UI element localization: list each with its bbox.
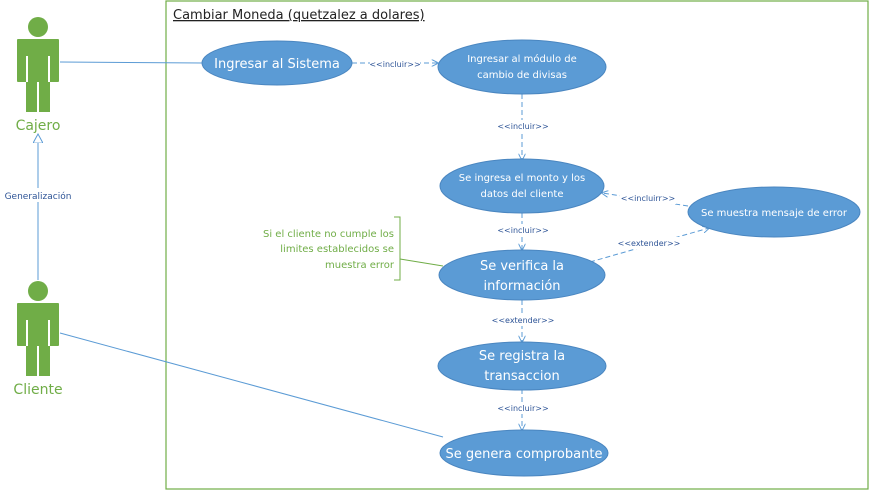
label-extender-1: <<extender>> — [618, 239, 681, 248]
usecase-comprobante-text: Se genera comprobante — [446, 447, 603, 462]
system-title: Cambiar Moneda (quetzalez a dolares) — [173, 8, 425, 23]
label-extender-2: <<extender>> — [492, 316, 555, 325]
usecase-registra-line-1: Se registra la — [479, 349, 565, 364]
usecase-modulo-cambio-line-2: cambio de divisas — [477, 70, 567, 81]
note-connector — [399, 258, 444, 267]
label-incluir-4: <<incluir>> — [497, 404, 548, 413]
usecase-ingresa-monto-line-1: Se ingresa el monto y los — [459, 173, 585, 184]
usecase-ingresa-monto-line-2: datos del cliente — [481, 189, 564, 200]
usecase-ingresar-sistema-text: Ingresar al Sistema — [214, 57, 340, 72]
note-bracket — [394, 216, 401, 281]
usecase-comprobante[interactable]: Se genera comprobante — [439, 429, 609, 477]
relation-verifica-error — [589, 228, 709, 263]
usecase-verifica[interactable]: Se verifica la información — [438, 249, 606, 301]
label-incluir-3: <<incluir>> — [497, 226, 548, 235]
usecase-mensaje-error[interactable]: Se muestra mensaje de error — [687, 186, 861, 238]
usecase-modulo-cambio-line-1: Ingresar al módulo de — [467, 53, 577, 65]
usecase-verifica-line-1: Se verifica la — [480, 259, 564, 274]
usecase-mensaje-error-text: Se muestra mensaje de error — [701, 208, 848, 219]
association-cliente-comprobante — [59, 332, 444, 438]
actor-cajero[interactable] — [17, 17, 59, 112]
usecase-ingresar-sistema[interactable]: Ingresar al Sistema — [201, 40, 353, 86]
actor-cliente-label: Cliente — [13, 382, 62, 398]
usecase-registra[interactable]: Se registra la transaccion — [437, 341, 607, 391]
note-line-1: Si el cliente no cumple los — [263, 229, 394, 240]
note-line-2: limites establecidos se — [280, 244, 394, 255]
note-line-3: muestra error — [325, 260, 395, 271]
label-incluirr: <<incluirr>> — [621, 194, 675, 203]
label-incluir-1: <<incluir>> — [369, 60, 420, 69]
association-cajero-ingresar — [59, 61, 204, 64]
usecase-ingresa-monto[interactable]: Se ingresa el monto y los datos del clie… — [439, 158, 605, 214]
label-incluir-2: <<incluir>> — [497, 122, 548, 131]
usecase-modulo-cambio[interactable]: Ingresar al módulo de cambio de divisas — [437, 39, 607, 95]
generalization-label: Generalización — [5, 191, 72, 202]
actor-cajero-label: Cajero — [16, 118, 61, 134]
usecase-registra-line-2: transaccion — [484, 369, 560, 384]
actor-cliente[interactable] — [17, 281, 59, 376]
usecase-verifica-line-2: información — [483, 279, 560, 294]
system-boundary — [165, 0, 869, 490]
